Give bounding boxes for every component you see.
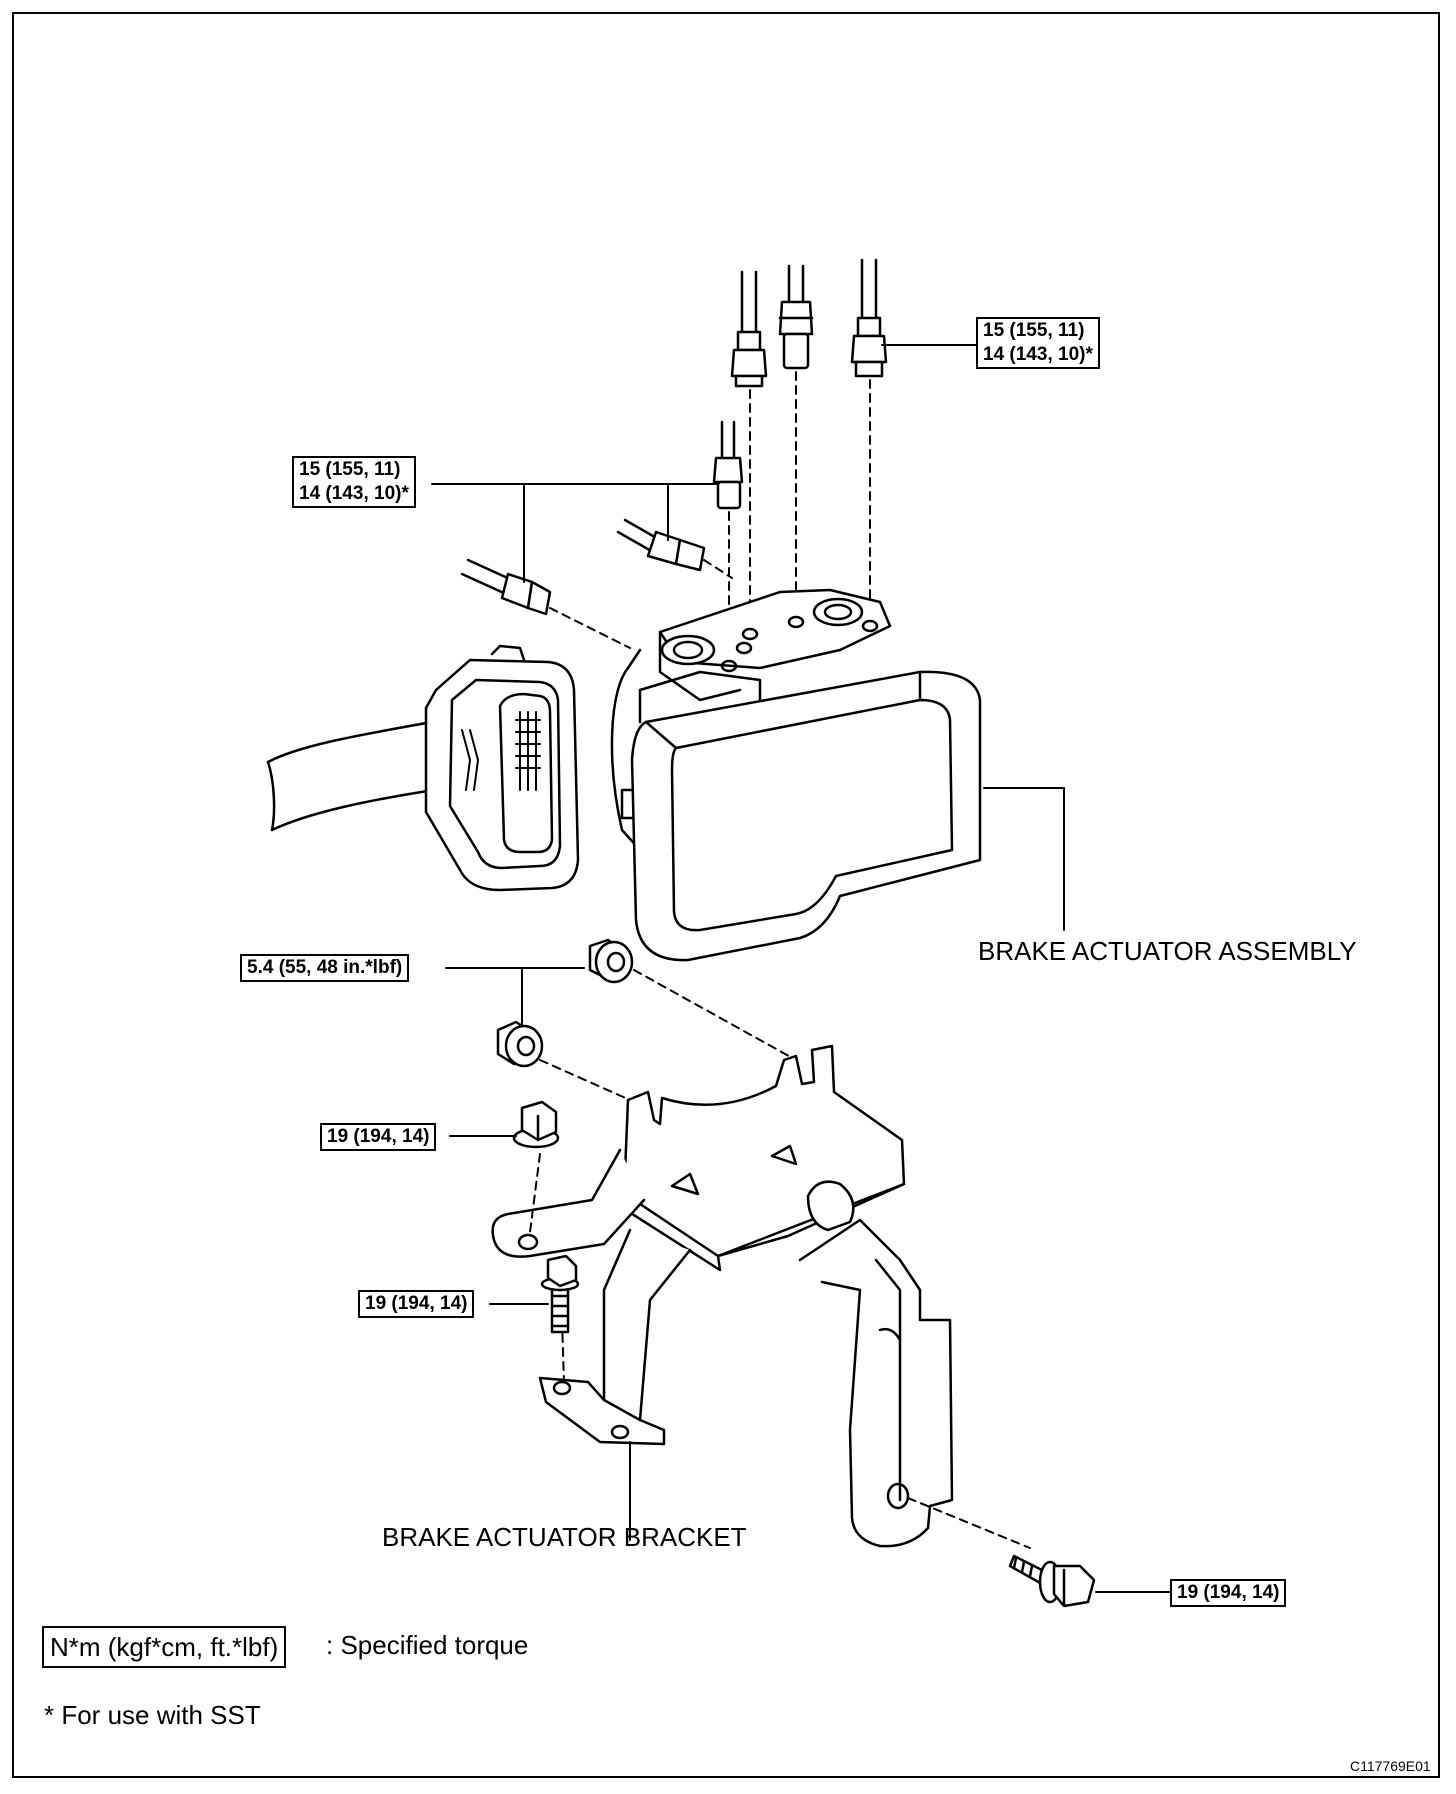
legend-unit-text: : Specified torque	[326, 1630, 529, 1660]
leader-lines	[431, 344, 1171, 1593]
label-brake-actuator-bracket: BRAKE ACTUATOR BRACKET	[382, 1522, 747, 1552]
torque-value-line1: 15 (155, 11)	[983, 320, 1085, 341]
torque-value: 19 (194, 14)	[365, 1293, 468, 1314]
brake-line-3	[850, 258, 888, 378]
torque-callout-bolt-lower: 19 (194, 14)	[1170, 1579, 1287, 1607]
brake-line-4	[712, 420, 744, 510]
label-brake-actuator-assembly: BRAKE ACTUATOR ASSEMBLY	[978, 936, 1357, 966]
bolt-middle	[540, 1254, 580, 1334]
flange-bolt-lower	[1008, 1554, 1096, 1608]
torque-callout-bracket-nut: 5.4 (55, 48 in.*lbf)	[240, 954, 410, 982]
illustration-frame	[12, 12, 1440, 1778]
torque-value-line1: 15 (155, 11)	[299, 459, 401, 480]
legend-unit-box: N*m (kgf*cm, ft.*lbf)	[42, 1626, 287, 1668]
torque-callout-bolt-upper: 19 (194, 14)	[320, 1123, 437, 1151]
torque-value: 5.4 (55, 48 in.*lbf)	[247, 957, 403, 978]
torque-value-line2: 14 (143, 10)*	[299, 483, 409, 504]
torque-value: 19 (194, 14)	[1177, 1582, 1280, 1603]
brake-line-1	[730, 270, 768, 388]
nut-guides	[539, 969, 797, 1101]
torque-value: 19 (194, 14)	[327, 1126, 430, 1147]
brake-actuator-bracket	[491, 1044, 954, 1548]
brake-line-2	[778, 264, 814, 370]
flange-bolt-upper	[512, 1100, 560, 1149]
brake-line-6	[460, 558, 552, 616]
brake-line-guides	[549, 371, 871, 651]
torque-callout-fitting-right: 15 (155, 11) 14 (143, 10)*	[976, 317, 1100, 369]
brake-line-5	[616, 518, 706, 572]
torque-callout-bolt-middle: 19 (194, 14)	[358, 1290, 475, 1318]
bolt-guides	[529, 1153, 1031, 1549]
nut-lower	[496, 1020, 544, 1068]
torque-value-line2: 14 (143, 10)*	[983, 344, 1093, 365]
nut-upper	[588, 938, 634, 984]
illustration-code: C117769E01	[1350, 1758, 1431, 1774]
brake-actuator-assembly	[610, 588, 982, 962]
legend-sst-note: * For use with SST	[44, 1700, 261, 1730]
wire-harness-connector	[266, 644, 580, 892]
torque-callout-fitting-left: 15 (155, 11) 14 (143, 10)*	[292, 456, 416, 508]
